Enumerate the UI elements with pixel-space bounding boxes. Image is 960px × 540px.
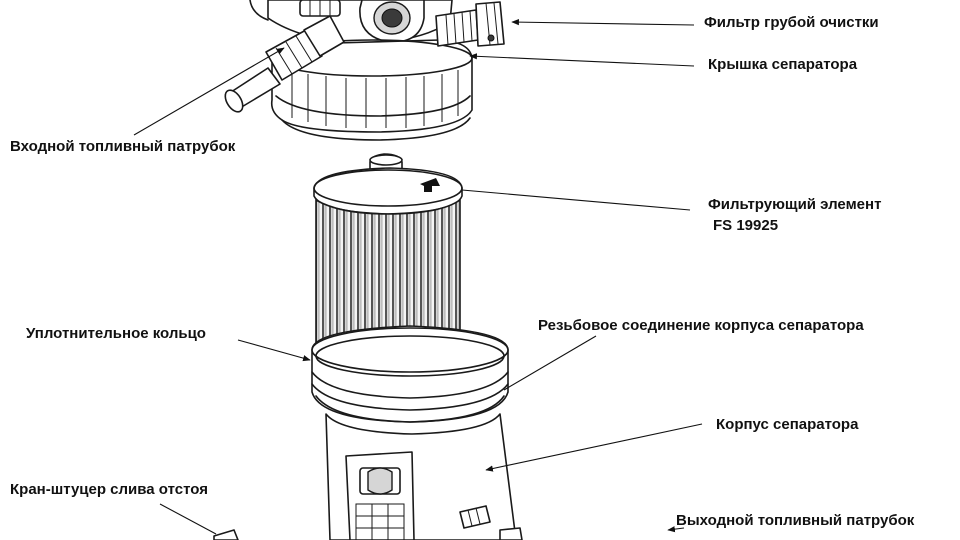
coarse-filter-label: Фильтр грубой очистки (704, 14, 879, 31)
inlet-fuel-pipe-label: Входной топливный патрубок (10, 138, 236, 155)
sealing-ring-label: Уплотнительное кольцо (26, 325, 206, 342)
filter-element-label: Фильтрующий элемент (708, 196, 882, 213)
thread-connection-label: Резьбовое соединение корпуса сепаратора (538, 317, 864, 334)
separator-housing-drawing (213, 413, 523, 540)
leader-lines (133, 19, 703, 535)
separator-housing-label: Корпус сепаратора (716, 416, 859, 433)
sealing-ring-drawing (311, 325, 509, 423)
drain-valve-label: Кран-штуцер слива отстоя (10, 481, 208, 498)
separator-cap-assembly (224, 0, 505, 141)
filter-element-model-label: FS 19925 (713, 217, 779, 234)
separator-cap-label: Крышка сепаратора (708, 56, 858, 73)
outlet-fuel-pipe-label: Выходной топливный патрубок (676, 512, 915, 529)
